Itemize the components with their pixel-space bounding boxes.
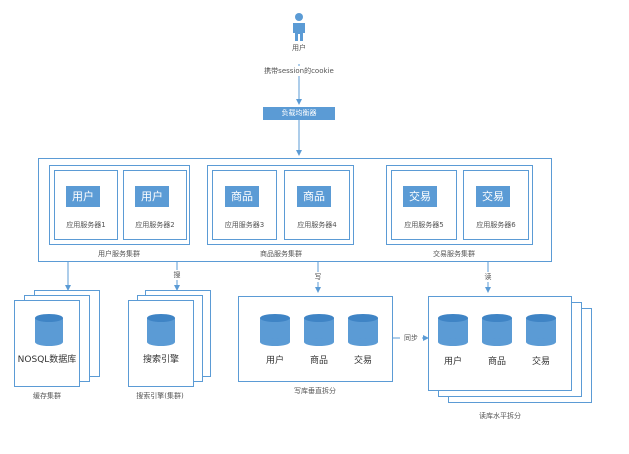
write-db-label: 写库垂直拆分 bbox=[294, 387, 336, 395]
read-db-label: 读库水平拆分 bbox=[479, 412, 521, 420]
product-cluster-label: 商品服务集群 bbox=[260, 250, 302, 258]
write-db-trade-label: 交易 bbox=[353, 356, 372, 366]
cookie-label: 携带session的cookie bbox=[239, 66, 359, 76]
read-db-user-label: 用户 bbox=[443, 357, 462, 367]
app-server-4-tag: 商品 bbox=[297, 186, 331, 207]
write-db-product-label: 商品 bbox=[309, 356, 328, 366]
nosql-cluster-label: 缓存集群 bbox=[33, 392, 61, 400]
read-db-product-label: 商品 bbox=[487, 357, 506, 367]
load-balancer: 负载均衡器 bbox=[263, 107, 335, 120]
read-db-trade-label: 交易 bbox=[531, 357, 550, 367]
search-db-label: 搜索引擎 bbox=[142, 355, 179, 365]
read-db-user-icon bbox=[438, 314, 468, 346]
trade-cluster-label: 交易服务集群 bbox=[433, 250, 475, 258]
app-server-2-tag: 用户 bbox=[135, 186, 169, 207]
user-cluster-label: 用户服务集群 bbox=[98, 250, 140, 258]
user-label: 用户 bbox=[292, 44, 306, 52]
write-db-product-icon bbox=[304, 314, 334, 346]
write-db-user-label: 用户 bbox=[265, 356, 284, 366]
read-db-product-icon bbox=[482, 314, 512, 346]
app-server-3-name: 应用服务器3 bbox=[224, 221, 265, 229]
app-server-5-tag: 交易 bbox=[403, 186, 437, 207]
app-server-6-tag: 交易 bbox=[476, 186, 510, 207]
nosql-db-label: NOSQL数据库 bbox=[17, 355, 77, 365]
app-server-3 bbox=[212, 170, 277, 240]
app-server-6-name: 应用服务器6 bbox=[476, 221, 516, 229]
write-db-user-icon bbox=[260, 314, 290, 346]
write-db-trade-icon bbox=[348, 314, 378, 346]
app-server-1-tag: 用户 bbox=[66, 186, 100, 207]
search-edge-label: 搜 bbox=[171, 270, 183, 280]
read-db-trade-icon bbox=[526, 314, 556, 346]
sync-edge-label: 同步 bbox=[400, 333, 422, 343]
read-edge-label: 读 bbox=[482, 272, 494, 282]
write-edge-label: 写 bbox=[312, 272, 324, 282]
search-cluster-label: 搜索引擎(集群) bbox=[136, 392, 184, 400]
app-server-5-name: 应用服务器5 bbox=[404, 221, 444, 229]
app-server-2-name: 应用服务器2 bbox=[135, 221, 175, 229]
app-server-4-name: 应用服务器4 bbox=[297, 221, 337, 229]
app-server-1-name: 应用服务器1 bbox=[66, 221, 106, 229]
app-server-3-tag: 商品 bbox=[225, 186, 259, 207]
